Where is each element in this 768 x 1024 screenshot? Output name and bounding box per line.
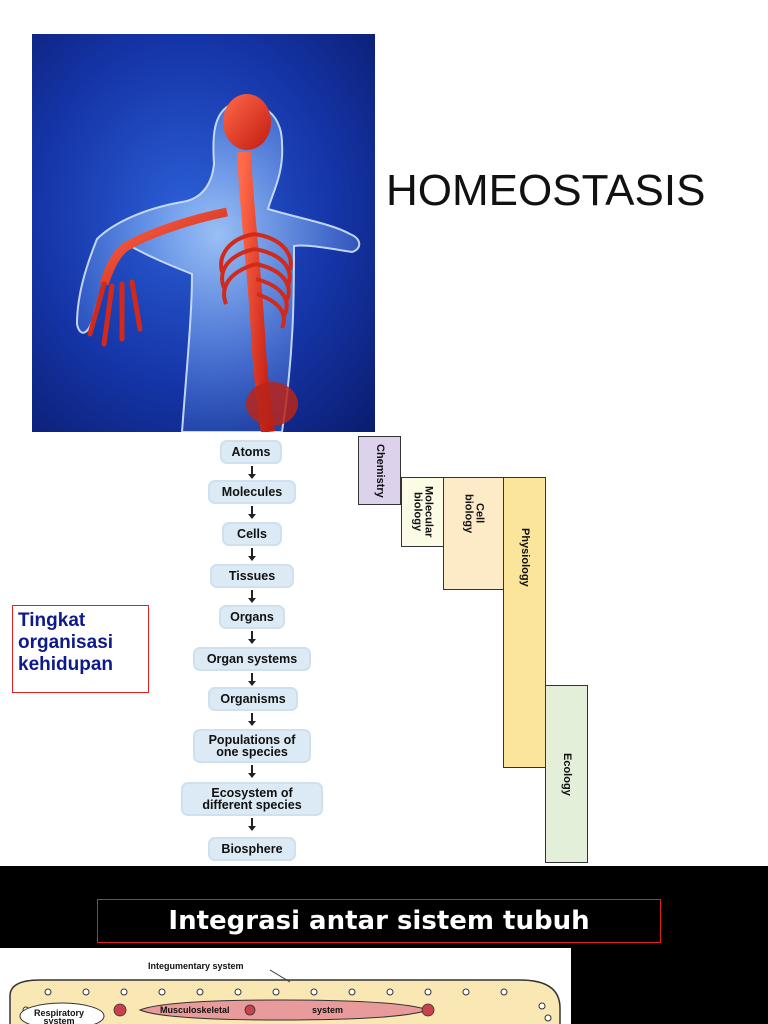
discipline-label: Ecology — [561, 752, 573, 796]
respiratory-system-label: Respiratory system — [34, 1008, 85, 1024]
slide-title: Integrasi antar sistem tubuh — [97, 899, 661, 943]
level-organisms: Organisms — [208, 687, 298, 711]
arrow-down-icon — [248, 765, 256, 778]
body-systems-diagram: Integumentary system Respiratory system … — [0, 948, 571, 1024]
level-atoms: Atoms — [220, 440, 282, 464]
human-body-illustration — [75, 94, 361, 432]
discipline-cell-biology: Cell biology — [443, 477, 504, 590]
discipline-label: Chemistry — [374, 443, 386, 498]
arrow-down-icon — [248, 631, 256, 644]
discipline-label: Molecular biology — [411, 486, 435, 538]
level-populations: Populations of one species — [193, 729, 311, 763]
slide-title: HOMEOSTASIS — [386, 166, 706, 215]
discipline-label: Physiology — [519, 528, 531, 587]
arrow-down-icon — [248, 818, 256, 831]
caption-box: Tingkat organisasi kehidupan — [12, 605, 149, 693]
arrow-down-icon — [248, 548, 256, 561]
human-anatomy-image — [32, 34, 375, 432]
arrow-down-icon — [248, 506, 256, 519]
discipline-ecology: Ecology — [545, 685, 588, 863]
musculoskeletal-label: Musculoskeletal — [160, 1005, 230, 1015]
slide-levels-of-organization: Atoms Molecules Cells Tissues Organs Org… — [0, 433, 768, 866]
arrow-down-icon — [248, 673, 256, 686]
discipline-chemistry: Chemistry — [358, 436, 401, 505]
discipline-physiology: Physiology — [503, 477, 546, 768]
level-molecules: Molecules — [208, 480, 296, 504]
arrow-down-icon — [248, 713, 256, 726]
level-biosphere: Biosphere — [208, 837, 296, 861]
body-outline-illustration — [9, 969, 561, 1024]
level-organ-systems: Organ systems — [193, 647, 311, 671]
discipline-molecular-biology: Molecular biology — [401, 477, 444, 547]
arrow-down-icon — [248, 590, 256, 603]
system-label: system — [312, 1005, 344, 1015]
level-organs: Organs — [219, 605, 285, 629]
level-cells: Cells — [222, 522, 282, 546]
discipline-label: Cell biology — [462, 493, 486, 534]
slide-body-systems-integration: Integrasi antar sistem tubuh — [0, 866, 768, 1024]
level-tissues: Tissues — [210, 564, 294, 588]
level-ecosystem: Ecosystem of different species — [181, 782, 323, 816]
arrow-down-icon — [248, 466, 256, 479]
slide-homeostasis: HOMEOSTASIS — [0, 0, 768, 433]
integumentary-system-label: Integumentary system — [148, 961, 244, 971]
